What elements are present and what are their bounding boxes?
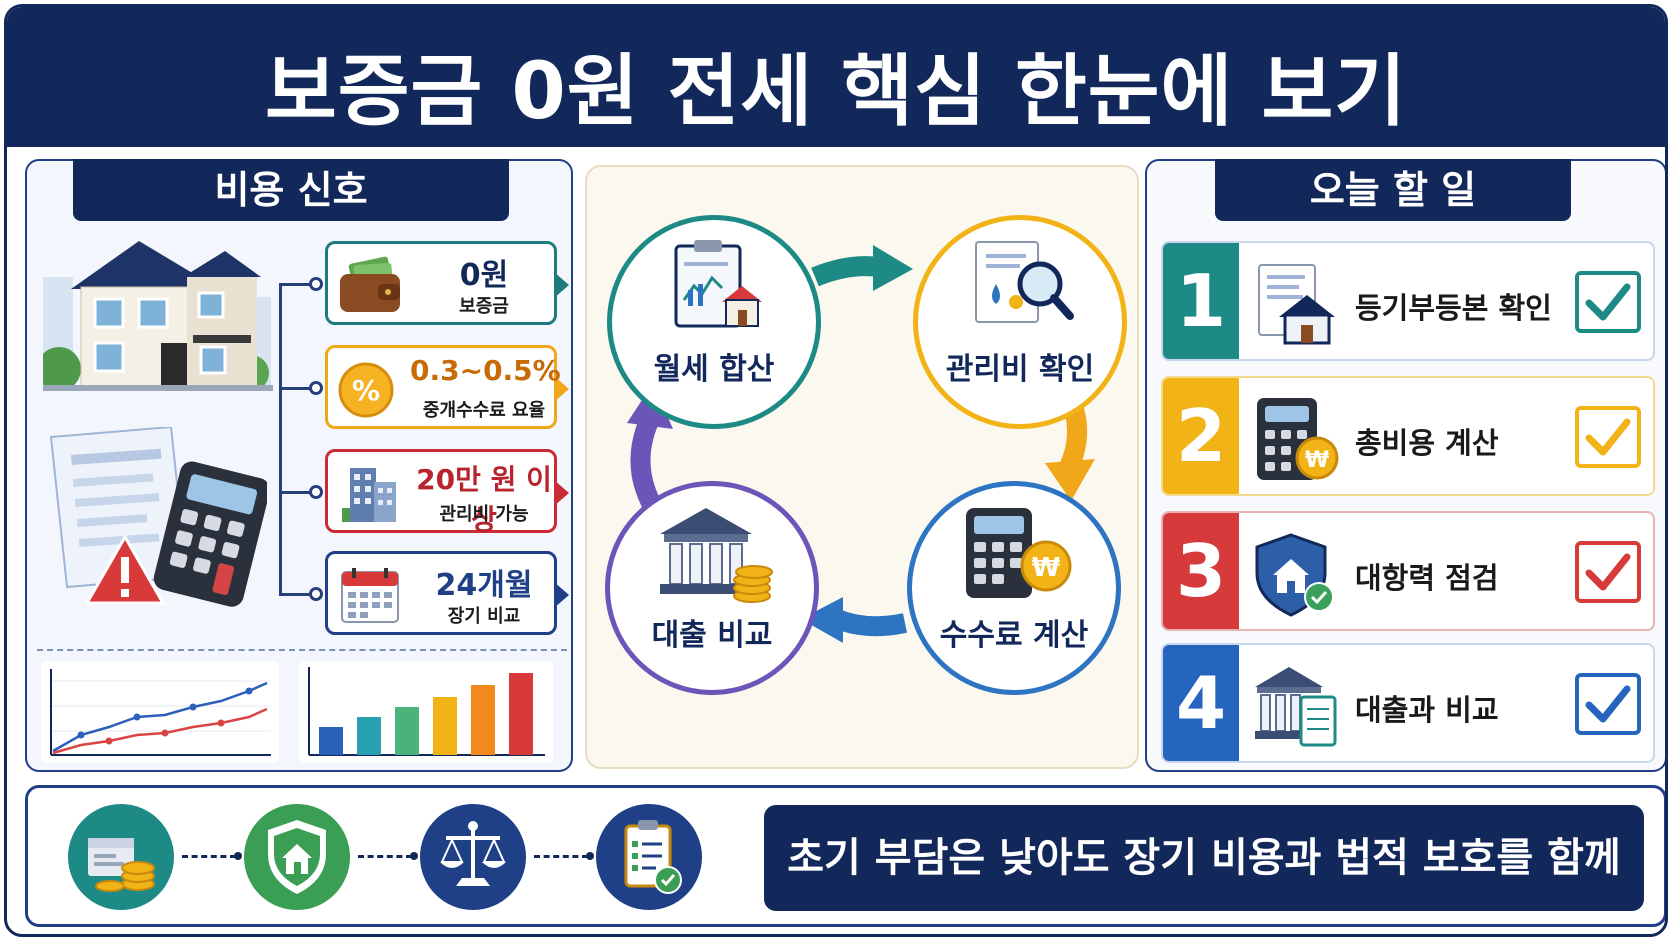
todo-item-registry[interactable]: 1 등기부등본 확인 bbox=[1161, 241, 1655, 361]
callout-pointer bbox=[554, 376, 569, 402]
checklist-icon bbox=[596, 804, 702, 910]
todo-item-loan-compare[interactable]: 4 대출과 비교 bbox=[1161, 643, 1655, 763]
todo-number: 1 bbox=[1163, 243, 1239, 359]
receipt-calculator-illustration bbox=[49, 427, 267, 607]
house-illustration bbox=[43, 241, 273, 391]
callout-period: 24개월 장기 비교 bbox=[325, 551, 569, 635]
checkmark-icon bbox=[1585, 685, 1631, 723]
cycle-step-label: 월세 합산 bbox=[653, 352, 775, 387]
cycle-step-label: 수수료 계산 bbox=[939, 618, 1089, 653]
connector-dash bbox=[358, 852, 418, 860]
todo-label: 대항력 점검 bbox=[1355, 561, 1499, 595]
cycle-step-rent-sum: 월세 합산 bbox=[607, 215, 821, 429]
dashed-divider bbox=[37, 649, 567, 651]
money-coins-icon bbox=[68, 804, 174, 910]
clipboard-house-icon bbox=[674, 240, 762, 328]
todo-checkbox[interactable] bbox=[1575, 406, 1641, 468]
callout-value: 20만 원 이상 bbox=[416, 463, 552, 536]
cycle-step-label: 관리비 확인 bbox=[945, 352, 1095, 387]
cycle-step-loan-compare: 대출 비교 bbox=[605, 481, 819, 695]
scales-graphic bbox=[440, 821, 506, 886]
todo-checkbox[interactable] bbox=[1575, 271, 1641, 333]
checklist-graphic bbox=[624, 820, 682, 894]
todo-number: 2 bbox=[1163, 378, 1239, 494]
shield-home-graphic bbox=[268, 820, 326, 894]
page-title: 보증금 0원 전세 핵심 한눈에 보기 bbox=[265, 47, 1407, 137]
callout-caption: 장기 비교 bbox=[447, 606, 521, 627]
cycle-step-fee-calc: ₩ 수수료 계산 bbox=[907, 481, 1121, 695]
tree-node bbox=[309, 485, 323, 499]
document-house-icon bbox=[1258, 264, 1335, 345]
tree-branch bbox=[279, 387, 315, 390]
checkmark-icon bbox=[1585, 283, 1631, 321]
callout-caption: 관리비 가능 bbox=[439, 504, 529, 525]
tree-branch bbox=[279, 283, 315, 286]
infographic: 보증금 0원 전세 핵심 한눈에 보기 비용 신호 bbox=[4, 4, 1668, 937]
callout-caption: 중개수수료 요율 bbox=[422, 400, 546, 421]
bar-chart-illustration bbox=[299, 661, 553, 763]
callout-deposit: 0원 보증금 bbox=[325, 241, 569, 325]
tree-node bbox=[309, 587, 323, 601]
calculator-won-icon: ₩ bbox=[966, 508, 1072, 598]
callout-pointer bbox=[554, 272, 569, 298]
header-bar: 보증금 0원 전세 핵심 한눈에 보기 bbox=[7, 7, 1665, 147]
connector-dash bbox=[534, 852, 594, 860]
trend-line-illustration bbox=[41, 661, 279, 763]
callout-caption: 보증금 bbox=[459, 296, 509, 317]
tree-node bbox=[309, 381, 323, 395]
shield-home-icon bbox=[244, 804, 350, 910]
todo-checkbox[interactable] bbox=[1575, 673, 1641, 735]
callout-pointer bbox=[554, 582, 569, 608]
svg-text:%: % bbox=[352, 374, 380, 407]
scales-icon bbox=[420, 804, 526, 910]
document-magnifier-icon bbox=[975, 241, 1074, 323]
todo-checkbox[interactable] bbox=[1575, 541, 1641, 603]
summary-strip: 초기 부담은 낮아도 장기 비용과 법적 보호를 함께 봐야 한다 bbox=[25, 785, 1665, 927]
calendar-icon bbox=[341, 568, 399, 623]
todo-label: 등기부등본 확인 bbox=[1355, 291, 1552, 325]
checkmark-icon bbox=[1585, 553, 1631, 591]
connector-dash bbox=[182, 852, 242, 860]
todo-number: 4 bbox=[1163, 645, 1239, 761]
callout-maintenance: 20만 원 이상 관리비 가능 bbox=[325, 449, 569, 536]
shield-house-icon bbox=[1255, 533, 1334, 617]
cycle-arrows bbox=[627, 245, 1095, 643]
building-icon bbox=[342, 468, 396, 522]
cost-signal-title: 비용 신호 bbox=[73, 159, 509, 221]
cycle-step-maintenance-check: 관리비 확인 bbox=[913, 215, 1127, 429]
tree-node bbox=[309, 277, 323, 291]
todo-item-opposing-power[interactable]: 3 대항력 점검 bbox=[1161, 511, 1655, 631]
money-coins-graphic bbox=[88, 838, 155, 892]
callout-pointer bbox=[554, 480, 569, 506]
todo-label: 대출과 비교 bbox=[1355, 693, 1499, 727]
callout-value: 24개월 bbox=[435, 568, 533, 603]
callout-commission: % 0.3~0.5% 중개수수료 요율 bbox=[325, 345, 569, 429]
percent-icon: % bbox=[338, 362, 394, 418]
svg-text:₩: ₩ bbox=[1305, 448, 1329, 473]
callout-value: 0.3~0.5% bbox=[410, 354, 561, 387]
tree-branch bbox=[279, 491, 315, 494]
todo-label: 총비용 계산 bbox=[1355, 426, 1499, 460]
todo-title: 오늘 할 일 bbox=[1215, 159, 1571, 221]
tree-branch bbox=[279, 593, 315, 596]
tree-trunk bbox=[279, 283, 282, 595]
wallet-icon bbox=[340, 256, 400, 312]
todo-number: 3 bbox=[1163, 513, 1239, 629]
bank-coins-icon bbox=[660, 508, 773, 603]
summary-message: 초기 부담은 낮아도 장기 비용과 법적 보호를 함께 봐야 한다 bbox=[764, 805, 1644, 911]
callout-value: 0원 bbox=[459, 258, 509, 293]
todo-panel: 오늘 할 일 1 등기부등본 확인 2 bbox=[1145, 159, 1665, 772]
svg-text:₩: ₩ bbox=[1032, 553, 1061, 583]
checkmark-icon bbox=[1585, 418, 1631, 456]
todo-item-total-cost[interactable]: 2 ₩ 총비용 계산 bbox=[1161, 376, 1655, 496]
bank-checklist-icon bbox=[1255, 667, 1337, 747]
calculator-won-icon: ₩ bbox=[1257, 398, 1339, 480]
cycle-step-label: 대출 비교 bbox=[651, 618, 773, 653]
